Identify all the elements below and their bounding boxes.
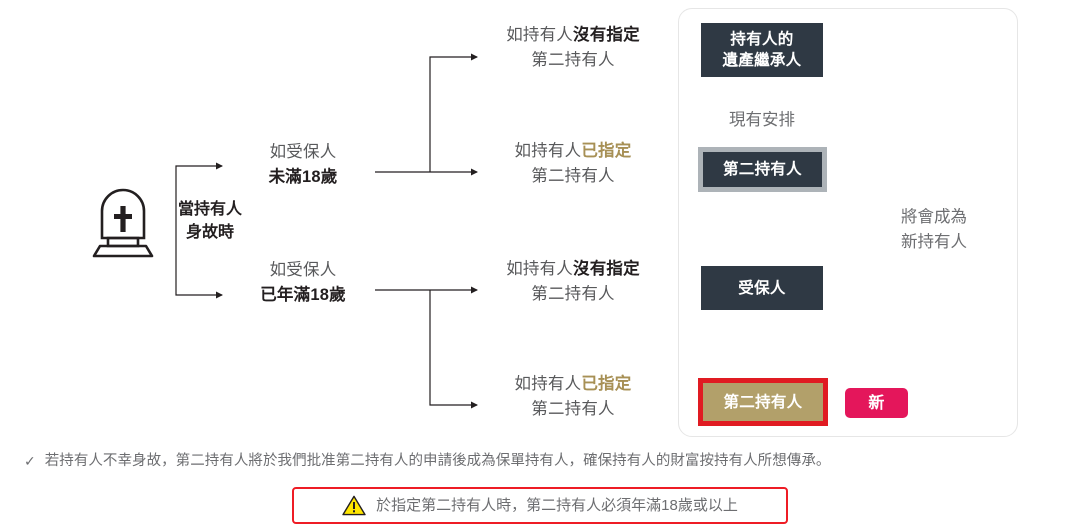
badge-line2: 遺產繼承人 bbox=[722, 52, 802, 69]
branch-line1: 如受保人 bbox=[269, 261, 337, 279]
outcome-line2: 第二持有人 bbox=[531, 285, 615, 303]
outcome-line1: 如持有人沒有指定 bbox=[506, 26, 640, 44]
footer-note-text: 若持有人不幸身故，第二持有人將於我們批准第二持有人的申請後成為保單持有人，確保持… bbox=[44, 453, 831, 469]
outcome-line1: 如持有人已指定 bbox=[514, 375, 632, 393]
outcome-line1: 如持有人已指定 bbox=[514, 142, 632, 160]
outcome-label-over18-has-contingent-owner: 如持有人已指定 第二持有人 bbox=[483, 372, 663, 422]
outcome-panel: 持有人的 遺產繼承人 現有安排 第二持有人 將會成為 新持有人 受保人 第二持有… bbox=[678, 8, 1018, 437]
outcome-line2: 第二持有人 bbox=[531, 51, 615, 69]
outcome-label-over18-no-contingent-owner: 如持有人沒有指定 第二持有人 bbox=[483, 257, 663, 307]
footer-note: ✓ 若持有人不幸身故，第二持有人將於我們批准第二持有人的申請後成為保單持有人，確… bbox=[24, 450, 1064, 472]
badge-line1: 受保人 bbox=[738, 279, 786, 297]
branch-label-insured-over-18: 如受保人 已年滿18歲 bbox=[228, 258, 378, 308]
warning-triangle-icon bbox=[342, 495, 366, 516]
outcome-line1: 如持有人沒有指定 bbox=[506, 260, 640, 278]
check-icon: ✓ bbox=[24, 453, 36, 469]
badge-insured-person: 受保人 bbox=[701, 266, 823, 310]
badge-estate-heir: 持有人的 遺產繼承人 bbox=[701, 23, 823, 77]
badge-line1: 持有人的 bbox=[730, 31, 794, 48]
tombstone-icon bbox=[92, 188, 154, 258]
outcome-line2: 第二持有人 bbox=[531, 400, 615, 418]
outcome-label-under18-has-contingent-owner: 如持有人已指定 第二持有人 bbox=[483, 139, 663, 189]
badge-contingent-owner-existing: 第二持有人 bbox=[698, 147, 827, 192]
outcome-label-under18-no-contingent-owner: 如持有人沒有指定 第二持有人 bbox=[483, 23, 663, 73]
badge-line1: 第二持有人 bbox=[722, 161, 802, 178]
footer-warning-text: 於指定第二持有人時，第二持有人必須年滿18歲或以上 bbox=[376, 496, 738, 514]
branch-label-insured-under-18: 如受保人 未滿18歲 bbox=[228, 140, 378, 190]
branch-line2: 已年滿18歲 bbox=[260, 286, 346, 304]
badge-new: 新 bbox=[845, 388, 908, 418]
note-will-become-new-owner-line1: 將會成為 bbox=[901, 208, 967, 226]
origin-label-line1: 當持有人 bbox=[177, 201, 242, 218]
note-will-become-new-owner-line2: 新持有人 bbox=[901, 233, 967, 251]
origin-label-line2: 身故時 bbox=[185, 224, 234, 241]
outcome-line2: 第二持有人 bbox=[531, 167, 615, 185]
branch-line1: 如受保人 bbox=[269, 143, 337, 161]
badge-contingent-owner-highlight: 第二持有人 bbox=[698, 378, 828, 426]
origin-label: 當持有人 身故時 bbox=[155, 198, 265, 244]
branch-line2: 未滿18歲 bbox=[268, 168, 338, 186]
footer-warning-box: 於指定第二持有人時，第二持有人必須年滿18歲或以上 bbox=[292, 487, 788, 524]
badge-line1: 第二持有人 bbox=[723, 393, 803, 411]
note-existing-arrangement: 現有安排 bbox=[729, 111, 795, 129]
